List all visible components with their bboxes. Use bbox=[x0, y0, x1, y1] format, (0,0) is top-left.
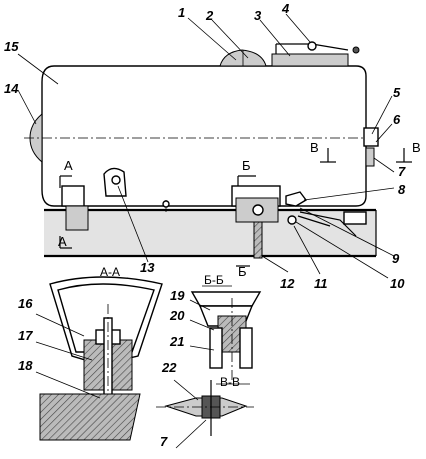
label-19: 19 bbox=[170, 288, 185, 303]
section-aa bbox=[35, 276, 163, 441]
support-a bbox=[65, 205, 89, 231]
label-15: 15 bbox=[4, 39, 19, 54]
section-v-mark-right: В bbox=[412, 140, 421, 155]
drain-valve bbox=[285, 191, 308, 207]
section-b-mark-top: Б bbox=[242, 158, 251, 173]
section-vv bbox=[156, 379, 254, 449]
section-bb-title: Б-Б bbox=[204, 273, 224, 287]
label-9: 9 bbox=[392, 251, 400, 266]
frame-section-18 bbox=[39, 393, 141, 441]
section-v-mark-left: В bbox=[310, 140, 319, 155]
section-vv-title: В-В bbox=[220, 375, 240, 389]
label-17: 17 bbox=[18, 328, 33, 343]
label-8: 8 bbox=[398, 182, 406, 197]
valve-box bbox=[363, 127, 379, 147]
label-11: 11 bbox=[314, 276, 328, 291]
label-3: 3 bbox=[254, 8, 262, 23]
label-20: 20 bbox=[169, 308, 185, 323]
tank bbox=[24, 41, 380, 259]
label-10: 10 bbox=[390, 276, 405, 291]
label-21: 21 bbox=[169, 334, 184, 349]
section-a-mark-bottom: А bbox=[58, 234, 67, 249]
label-14: 14 bbox=[4, 81, 19, 96]
callout-labels: 1 2 3 4 5 6 7 8 9 10 11 12 13 14 15 16 1… bbox=[4, 1, 406, 449]
label-5: 5 bbox=[393, 85, 401, 100]
section-a-mark-top: А bbox=[64, 158, 73, 173]
label-7-bottom: 7 bbox=[160, 434, 168, 449]
label-2: 2 bbox=[205, 8, 214, 23]
section-bb bbox=[189, 285, 262, 380]
label-16: 16 bbox=[18, 296, 33, 311]
filler-cover bbox=[271, 53, 349, 67]
valve bbox=[365, 147, 375, 167]
label-6: 6 bbox=[393, 112, 401, 127]
leader-lines bbox=[17, 13, 395, 279]
label-12: 12 bbox=[280, 276, 295, 291]
chassis-frame bbox=[44, 208, 377, 258]
label-4: 4 bbox=[281, 1, 290, 16]
label-22: 22 bbox=[161, 360, 177, 375]
section-markers: А А Б Б В В bbox=[58, 140, 421, 279]
section-aa-title: А-А bbox=[100, 265, 120, 279]
label-13: 13 bbox=[140, 260, 155, 275]
label-1: 1 bbox=[178, 5, 185, 20]
section-b-mark-bottom: Б bbox=[238, 264, 247, 279]
label-18: 18 bbox=[18, 358, 33, 373]
bolt-12 bbox=[253, 221, 263, 259]
label-7: 7 bbox=[398, 164, 406, 179]
vent-valve bbox=[307, 41, 317, 51]
